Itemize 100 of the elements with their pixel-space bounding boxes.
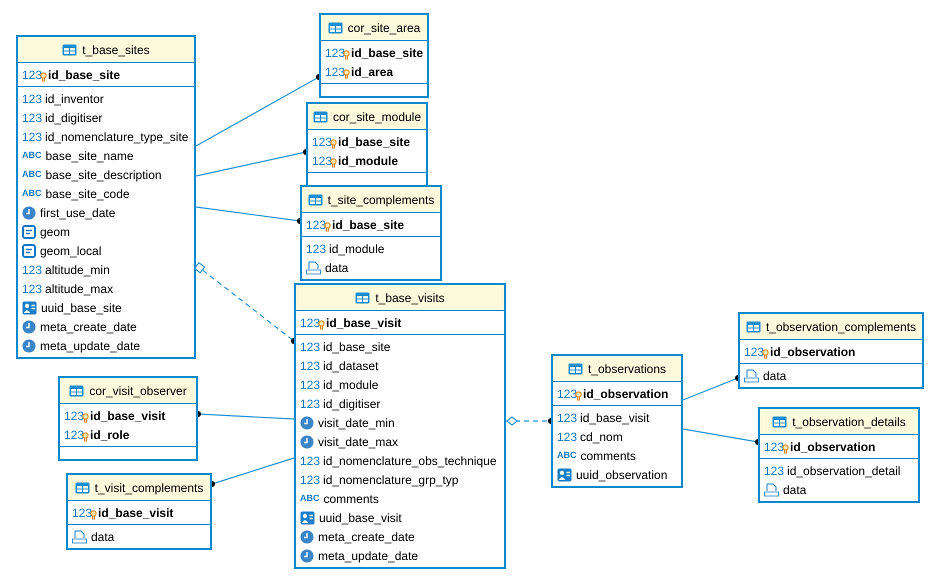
column-name: uuid_observation <box>576 468 668 480</box>
type-tag: 123 <box>64 410 84 422</box>
table-title: cor_site_area <box>348 20 420 36</box>
column-name: comments <box>324 492 379 504</box>
table-title: t_base_sites <box>82 42 150 58</box>
table-box <box>551 354 683 488</box>
type-tag: 123 <box>744 346 764 358</box>
type-tag: 123 <box>557 412 578 424</box>
table-title: t_observations <box>588 360 666 378</box>
type-tag: 123 <box>22 112 42 124</box>
column-name: id_area <box>351 66 394 78</box>
column-name: id_base_site <box>351 46 424 58</box>
type-tag: 123 <box>300 398 320 410</box>
table-box <box>319 13 429 98</box>
column-name: base_site_description <box>46 168 162 180</box>
column-name: meta_create_date <box>318 530 415 542</box>
column-name: altitude_max <box>45 282 114 294</box>
column-name: id_dataset <box>323 360 378 372</box>
column-name: id_base_visit <box>98 506 174 518</box>
column-name: data <box>91 530 114 542</box>
column-name: id_digitiser <box>45 112 102 124</box>
type-tag: 123 <box>22 130 42 142</box>
type-tag: 123 <box>557 388 578 400</box>
table-box <box>300 185 442 281</box>
column-name: id_observation_detail <box>787 464 900 476</box>
type-tag: 123 <box>557 430 578 442</box>
table-title: t_site_complements <box>328 192 434 208</box>
column-name: first_use_date <box>40 206 116 218</box>
column-name: data <box>763 370 786 382</box>
column-name: id_nomenclature_obs_technique <box>323 454 496 466</box>
type-tag: 123 <box>764 440 784 452</box>
table-title: t_observation_complements <box>766 318 916 336</box>
type-tag: 123 <box>300 378 320 390</box>
column-name: id_nomenclature_type_site <box>45 130 188 142</box>
type-tag: 123 <box>764 464 784 476</box>
table-box <box>16 35 196 359</box>
column-name: id_nomenclature_grp_typ <box>323 474 458 486</box>
type-tag: 123 <box>325 66 346 78</box>
column-name: id_observation <box>770 346 856 358</box>
column-name: base_site_name <box>46 150 134 162</box>
table-box <box>58 376 198 461</box>
column-name: altitude_min <box>45 264 110 276</box>
column-name: meta_update_date <box>318 550 418 562</box>
table-title: cor_visit_observer <box>89 382 187 400</box>
column-name: geom <box>40 226 70 238</box>
column-name: id_base_site <box>332 218 404 230</box>
column-name: id_observation <box>790 440 876 452</box>
column-name: id_module <box>329 242 384 254</box>
column-name: comments <box>580 450 636 462</box>
type-tag: 123 <box>22 68 42 80</box>
type-tag: 123 <box>22 282 42 294</box>
column-name: id_digitiser <box>323 398 380 410</box>
type-tag: 123 <box>312 136 332 148</box>
column-name: base_site_code <box>46 188 130 200</box>
column-name: id_base_site <box>338 136 410 148</box>
table-title: t_observation_details <box>792 414 906 430</box>
column-name: id_observation <box>583 388 668 400</box>
table-box <box>738 312 924 389</box>
column-name: visit_date_max <box>318 436 398 448</box>
column-name: id_base_visit <box>326 316 402 328</box>
type-tag: 123 <box>72 506 92 518</box>
type-tag: ABC <box>22 189 42 198</box>
column-name: id_module <box>338 154 398 166</box>
table-title: t_visit_complements <box>94 480 204 496</box>
type-tag: ABC <box>300 494 320 503</box>
type-tag: ABC <box>22 170 42 179</box>
table-title: cor_site_module <box>332 108 422 126</box>
type-tag: 123 <box>300 454 320 466</box>
table-box <box>294 283 506 569</box>
table-box <box>66 473 212 550</box>
type-tag: ABC <box>557 451 576 460</box>
type-tag: 123 <box>312 154 332 166</box>
table-box <box>306 102 428 187</box>
column-name: geom_local <box>40 244 102 256</box>
table-title: t_base_visits <box>375 290 445 306</box>
type-tag: 123 <box>300 316 320 328</box>
type-tag: ABC <box>22 151 42 160</box>
type-tag: 123 <box>22 92 42 104</box>
column-name: id_base_site <box>48 68 120 80</box>
column-name: data <box>325 262 348 274</box>
column-name: id_base_visit <box>580 412 650 424</box>
type-tag: 123 <box>300 360 320 372</box>
column-name: id_inventor <box>45 92 104 104</box>
column-name: visit_date_min <box>318 416 395 428</box>
column-name: data <box>783 484 806 496</box>
column-name: id_base_site <box>323 340 390 352</box>
table-box <box>758 407 920 503</box>
type-tag: 123 <box>300 340 320 352</box>
column-name: id_role <box>90 428 130 440</box>
column-name: cd_nom <box>580 430 623 442</box>
column-name: uuid_base_visit <box>319 512 402 524</box>
column-name: id_module <box>323 378 378 390</box>
type-tag: 123 <box>64 428 84 440</box>
column-name: uuid_base_site <box>41 302 122 314</box>
column-name: id_base_visit <box>90 410 166 422</box>
type-tag: 123 <box>306 218 326 230</box>
type-tag: 123 <box>306 242 326 254</box>
type-tag: 123 <box>300 474 320 486</box>
column-name: meta_create_date <box>40 320 137 332</box>
type-tag: 123 <box>22 264 42 276</box>
